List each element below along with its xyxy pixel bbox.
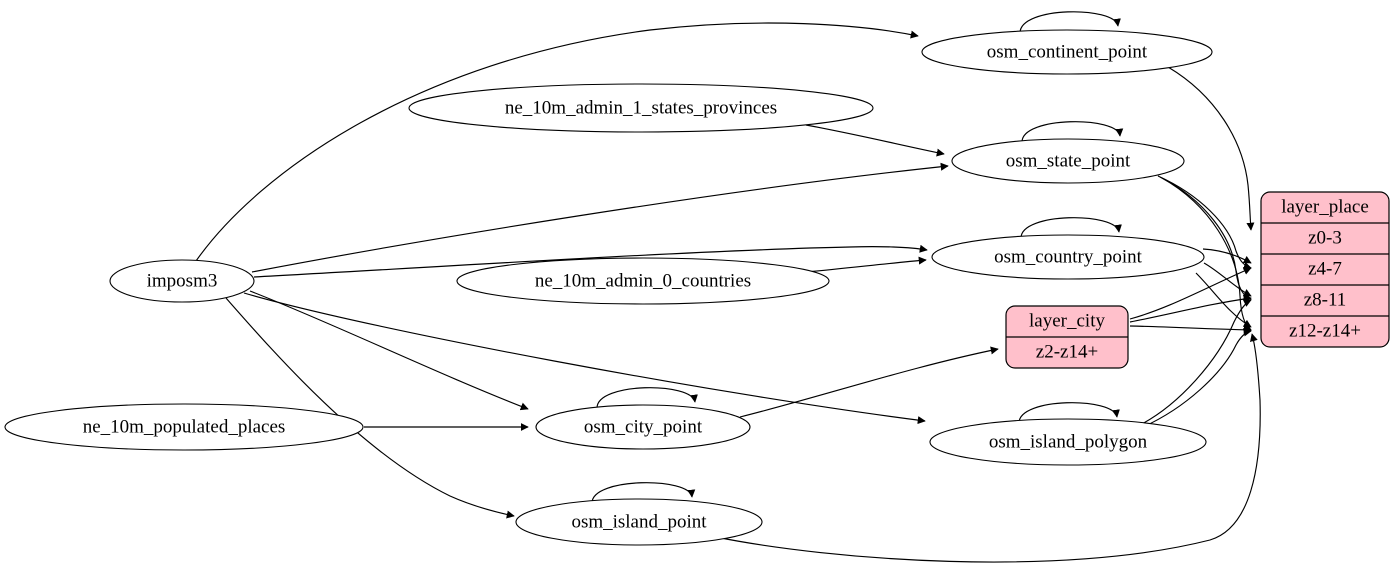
edge-osm-country-point-to-z8-11 <box>1203 262 1252 297</box>
edge-osm-continent-point-self-loop <box>1019 11 1121 34</box>
edge-layer-city-to-z12-z14 <box>1129 325 1252 334</box>
edge-osm-island-point-to-z12-z14 <box>715 333 1261 563</box>
node-ne-10m-admin-0-countries[interactable]: ne_10m_admin_0_countries <box>456 257 830 305</box>
edge-osm-state-point-to-z8-11 <box>1159 176 1252 301</box>
node-ne-10m-admin-1-states-provinces[interactable]: ne_10m_admin_1_states_provinces <box>408 83 874 133</box>
edge-imposm3-to-osm-city-point <box>249 290 529 411</box>
edge-layer-city-to-z4-7 <box>1129 267 1252 320</box>
node-layer-city[interactable]: layer_city z2-z14+ <box>1005 305 1129 369</box>
edges-layer <box>195 11 1261 563</box>
records-layer: layer_place z0-3 z4-7 z8-11 z12-z14+ lay… <box>1005 191 1390 369</box>
edge-osm-city-point-self-loop <box>596 387 698 409</box>
edge-osm-state-point-self-loop <box>1021 121 1124 143</box>
node-osm-continent-point[interactable]: osm_continent_point <box>921 29 1213 75</box>
edge-ne-admin0-to-osm-country-point <box>805 256 927 273</box>
layer-place-title: layer_place <box>1281 196 1369 217</box>
node-imposm3-label: imposm3 <box>147 270 218 291</box>
node-osm-island-point-label: osm_island_point <box>571 511 707 532</box>
node-layer-place[interactable]: layer_place z0-3 z4-7 z8-11 z12-z14+ <box>1260 191 1390 348</box>
edge-imposm3-to-osm-continent-point <box>195 22 919 262</box>
node-osm-island-point[interactable]: osm_island_point <box>515 498 763 546</box>
edge-layer-city-to-z8-11 <box>1129 295 1252 323</box>
edge-osm-city-point-to-layer-city <box>739 346 999 418</box>
node-osm-country-point[interactable]: osm_country_point <box>931 234 1205 280</box>
edge-osm-continent-point-to-z0-3 <box>1167 66 1255 231</box>
layer-place-row-z4-7[interactable]: z4-7 <box>1308 258 1342 279</box>
node-osm-continent-point-label: osm_continent_point <box>987 41 1148 62</box>
layer-place-row-z8-11[interactable]: z8-11 <box>1304 289 1347 310</box>
layer-city-row-z2-z14plus[interactable]: z2-z14+ <box>1036 341 1098 362</box>
nodes-layer: imposm3 ne_10m_populated_places ne_10m_a… <box>4 29 1213 546</box>
edge-osm-island-polygon-to-z8-11 <box>1139 299 1252 426</box>
edge-osm-island-polygon-self-loop <box>1018 402 1120 424</box>
layer-place-row-z12-z14plus[interactable]: z12-z14+ <box>1289 320 1361 341</box>
edge-osm-country-point-self-loop <box>1020 217 1122 239</box>
node-osm-island-polygon[interactable]: osm_island_polygon <box>929 418 1207 466</box>
edge-ne-admin1-to-osm-state-point <box>805 124 945 157</box>
layer-place-row-z0-3[interactable]: z0-3 <box>1308 227 1342 248</box>
node-imposm3[interactable]: imposm3 <box>109 259 255 303</box>
edge-imposm3-to-osm-island-point <box>225 297 515 519</box>
node-osm-island-polygon-label: osm_island_polygon <box>989 431 1148 452</box>
node-ne-10m-admin-0-countries-label: ne_10m_admin_0_countries <box>535 270 751 291</box>
edge-imposm3-to-osm-country-point <box>253 244 928 278</box>
node-osm-city-point-label: osm_city_point <box>584 416 703 437</box>
edge-osm-country-point-to-z12-z14 <box>1195 272 1252 328</box>
node-osm-city-point[interactable]: osm_city_point <box>535 404 751 450</box>
node-ne-10m-populated-places-label: ne_10m_populated_places <box>83 416 286 437</box>
edge-osm-country-point-to-z4-7 <box>1202 248 1252 264</box>
node-osm-state-point-label: osm_state_point <box>1006 150 1131 171</box>
node-osm-country-point-label: osm_country_point <box>994 246 1142 267</box>
edge-imposm3-to-osm-state-point <box>251 162 949 273</box>
node-osm-state-point[interactable]: osm_state_point <box>951 138 1185 184</box>
node-ne-10m-populated-places[interactable]: ne_10m_populated_places <box>4 403 364 451</box>
layer-city-title: layer_city <box>1029 310 1105 331</box>
edge-osm-island-point-self-loop <box>591 482 696 504</box>
edge-osm-state-point-to-z4-7 <box>1157 175 1252 270</box>
edge-imposm3-to-osm-island-polygon <box>243 292 926 425</box>
node-ne-10m-admin-1-states-provinces-label: ne_10m_admin_1_states_provinces <box>505 97 777 118</box>
